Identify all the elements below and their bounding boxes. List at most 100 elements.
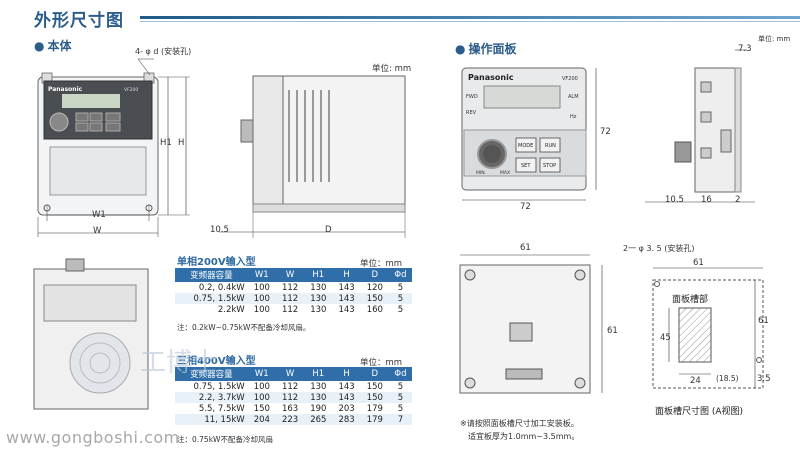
panel-brand: Panasonic	[468, 73, 514, 82]
table-cell: 283	[332, 414, 361, 425]
fwd-label: FWD	[466, 94, 478, 100]
dim-W: W	[93, 226, 102, 236]
body-unit: 单位: mm	[372, 64, 412, 74]
table-cell: 130	[304, 392, 333, 403]
page-title: 外形尺寸图	[34, 11, 124, 31]
cutout-drawing	[652, 267, 764, 389]
table-header-cell: 变频器容量	[175, 367, 248, 381]
table400-unit: 单位：mm	[360, 358, 403, 368]
cutout-dim-24: 24	[690, 376, 701, 386]
max-label: MAX	[500, 170, 510, 176]
table-cell: 112	[275, 392, 305, 403]
table-cell: 163	[281, 403, 299, 414]
stop-key: STOP	[543, 163, 556, 169]
th-capacity: 变频器容量	[175, 268, 248, 282]
set-key: SET	[521, 163, 531, 169]
table-cell: 112	[281, 304, 299, 315]
dim-H: H	[178, 138, 185, 148]
rev-label: REV	[466, 110, 477, 116]
table-cell: 130	[304, 293, 333, 304]
table-cell: 150	[253, 403, 270, 414]
th-phid: Φd	[388, 268, 412, 282]
table-cell: 150	[360, 293, 389, 304]
table-cell: 143	[332, 293, 361, 304]
alm-label: ALM	[568, 94, 579, 100]
table-cell: 5	[388, 392, 412, 403]
table-cell: 143	[338, 282, 355, 293]
panel-front-drawing: Panasonic VF200 FWD REV ALM Hz MIN. MAX …	[461, 67, 597, 201]
cutout-height-61: 61	[758, 316, 769, 326]
table-cell: 0.75, 1.5kW	[175, 293, 248, 304]
body-model: VF200	[124, 87, 138, 93]
table-cell: 130	[310, 282, 327, 293]
table-cell: 5.5, 7.5kW	[198, 403, 245, 414]
table-cell: 130	[310, 304, 327, 315]
table-header-cell: W	[275, 367, 305, 381]
panel-dim-10-5: 10.5	[665, 195, 684, 205]
cutout-width-61: 61	[693, 258, 704, 268]
footer-url[interactable]: www.gongboshi.com	[6, 428, 180, 447]
body-brand: Panasonic	[48, 86, 83, 93]
body-section-label: ●本体	[34, 39, 72, 53]
table-header-cell: H	[332, 367, 361, 381]
panel-dim-2: 2	[735, 195, 741, 205]
table-cell: 203	[338, 403, 355, 414]
install-note-2: 适宜板厚为1.0mm~3.5mm。	[468, 432, 580, 441]
table-cell: 0.75, 1.5kW	[193, 381, 245, 392]
panel-back-drawing	[459, 254, 603, 394]
panel-model: VF200	[562, 76, 578, 82]
cutout-dim-18-5: (18.5)	[716, 374, 739, 383]
table-cell: 112	[281, 282, 299, 293]
th-h1: H1	[304, 268, 333, 282]
table-cell: 100	[253, 381, 270, 392]
table-cell: 179	[360, 414, 389, 425]
body-side-drawing	[219, 75, 406, 238]
table-cell: 2.2kW	[217, 304, 245, 315]
table-cell: 265	[304, 414, 333, 425]
table-header-cell: W1	[247, 367, 276, 381]
dim-W1: W1	[92, 210, 106, 220]
table-cell: 5	[388, 293, 412, 304]
table-cell: 11, 15kW	[175, 414, 248, 425]
table-cell: 150	[360, 392, 389, 403]
hz-label: Hz	[570, 114, 577, 120]
install-note-1: ※请按照面板槽尺寸加工安装板。	[460, 419, 579, 428]
table-cell: 100	[247, 392, 276, 403]
title-divider-thin	[140, 21, 800, 22]
table200-title: 单相200V输入型	[177, 257, 256, 268]
title-divider	[140, 16, 800, 19]
panel-section-label: ●操作面板	[455, 42, 517, 56]
mode-key: MODE	[518, 143, 533, 149]
table200-unit: 单位：mm	[360, 259, 403, 269]
cutout-dim-45: 45	[660, 333, 671, 343]
table-cell: 150	[366, 381, 383, 392]
body-bottom-drawing	[33, 258, 149, 410]
dim-D: D	[325, 225, 332, 235]
table400-note: 注：0.75kW不配备冷却风扇	[177, 435, 273, 444]
body-front-drawing: Panasonic VF200	[37, 58, 190, 237]
table-cell: 7	[388, 414, 412, 425]
table-header-cell: H1	[304, 367, 333, 381]
table-cell: 100	[253, 304, 270, 315]
cutout-hole-note: 2一 φ 3. 5 (安装孔)	[623, 244, 695, 253]
panel-height-72: 72	[600, 127, 611, 137]
table-cell: 204	[247, 414, 276, 425]
bullet-icon: ●	[34, 39, 45, 53]
table-cell: 112	[275, 293, 305, 304]
table-header-cell: D	[360, 367, 389, 381]
watermark-text: 工博士	[140, 348, 219, 378]
cutout-caption: 面板槽尺寸图 (A视图)	[655, 407, 744, 417]
cutout-slot-label: 面板槽部	[672, 295, 709, 305]
body-hole-note: 4- φ d (安装孔)	[135, 47, 192, 56]
panel-side-drawing	[645, 49, 755, 203]
table-cell: 143	[338, 381, 355, 392]
panel-unit: 单位: mm	[758, 35, 791, 43]
table-cell: 5	[397, 282, 404, 293]
